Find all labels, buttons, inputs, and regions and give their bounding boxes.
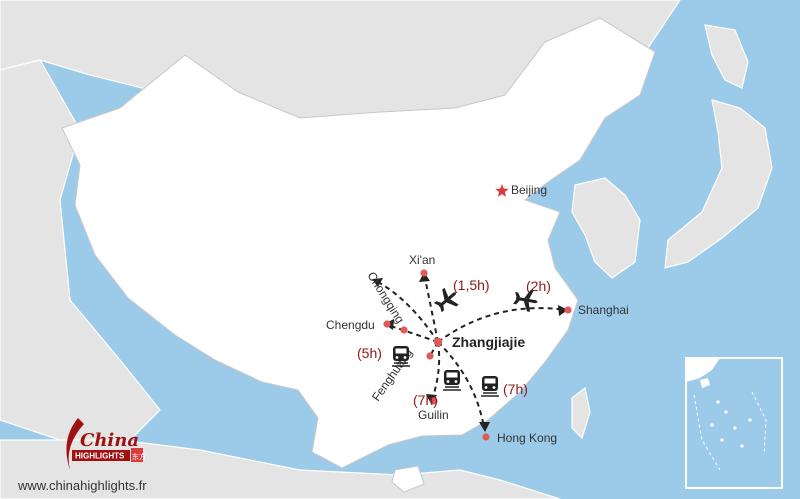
route-hongkong bbox=[437, 341, 485, 429]
route-guilin bbox=[431, 341, 441, 401]
logo-sub-bar bbox=[72, 450, 130, 461]
duration-hongkong-train: (7h) bbox=[503, 381, 528, 397]
arrowhead-shanghai bbox=[558, 305, 568, 316]
taiwan bbox=[571, 386, 591, 440]
train-icon bbox=[392, 346, 410, 367]
china-highlights-logo[interactable]: China HIGHLIGHTS 东方 bbox=[66, 418, 146, 470]
city-label-beijing: Beijing bbox=[511, 183, 547, 197]
china-mainland bbox=[61, 17, 656, 469]
train-icon bbox=[481, 376, 499, 397]
route-xian bbox=[424, 277, 439, 343]
islet bbox=[748, 418, 752, 422]
logo-swoosh-icon bbox=[66, 418, 84, 470]
arrowhead-hongkong bbox=[479, 422, 490, 432]
city-label-hongkong: Hong Kong bbox=[497, 431, 557, 445]
south-china-sea-inset bbox=[685, 357, 783, 489]
inset-islets bbox=[710, 400, 752, 448]
city-dot-guilin[interactable] bbox=[430, 397, 438, 405]
korea bbox=[571, 177, 641, 279]
arrowhead-xian bbox=[419, 272, 430, 282]
city-label-guilin: Guilin bbox=[418, 408, 449, 422]
west-landmass bbox=[0, 59, 161, 451]
city-label-shanghai: Shanghai bbox=[578, 303, 629, 317]
islet bbox=[710, 423, 714, 427]
inset-coast bbox=[686, 358, 720, 382]
train-icon bbox=[443, 370, 461, 391]
logo-seal-text: 东方 bbox=[132, 452, 146, 461]
airplane-icon bbox=[433, 287, 459, 313]
islet bbox=[724, 410, 728, 414]
website-url[interactable]: www.chinahighlights.fr bbox=[17, 478, 147, 493]
islet bbox=[720, 438, 724, 442]
city-label-chengdu: Chengdu bbox=[326, 318, 375, 332]
city-dot-chengdu[interactable] bbox=[383, 320, 391, 328]
logo-text: China bbox=[80, 430, 139, 451]
city-dot-shanghai[interactable] bbox=[564, 306, 572, 314]
inset-island bbox=[700, 378, 710, 388]
arrowhead-chongqing bbox=[372, 278, 383, 287]
hub-label-zhangjiajie: Zhangjiajie bbox=[452, 334, 525, 350]
route-chongqing bbox=[377, 281, 439, 343]
japan bbox=[664, 24, 773, 269]
logo-sub-text: HIGHLIGHTS bbox=[75, 452, 125, 461]
city-label-xian: Xi'an bbox=[409, 253, 435, 267]
route-shanghai bbox=[437, 307, 567, 343]
duration-xian-flight: (1,5h) bbox=[453, 277, 490, 293]
city-dot-chongqing[interactable] bbox=[400, 326, 408, 334]
beijing-marker: Beijing bbox=[495, 183, 547, 197]
airplane-icon bbox=[513, 289, 538, 312]
logo-seal bbox=[131, 448, 143, 462]
islet bbox=[716, 400, 720, 404]
duration-chengdu-train: (5h) bbox=[357, 345, 382, 361]
islet bbox=[740, 444, 744, 448]
duration-guilin-train: (7h) bbox=[413, 392, 438, 408]
hainan-island bbox=[391, 465, 425, 493]
inset-dash-line bbox=[693, 391, 767, 471]
city-dot-zhangjiajie[interactable] bbox=[433, 337, 443, 347]
city-dots bbox=[383, 269, 572, 441]
city-dot-hongkong[interactable] bbox=[482, 433, 490, 441]
city-dot-xian[interactable] bbox=[420, 269, 428, 277]
islet bbox=[733, 426, 737, 430]
city-dot-fenghuang[interactable] bbox=[426, 352, 434, 360]
capital-star-icon bbox=[495, 184, 509, 197]
